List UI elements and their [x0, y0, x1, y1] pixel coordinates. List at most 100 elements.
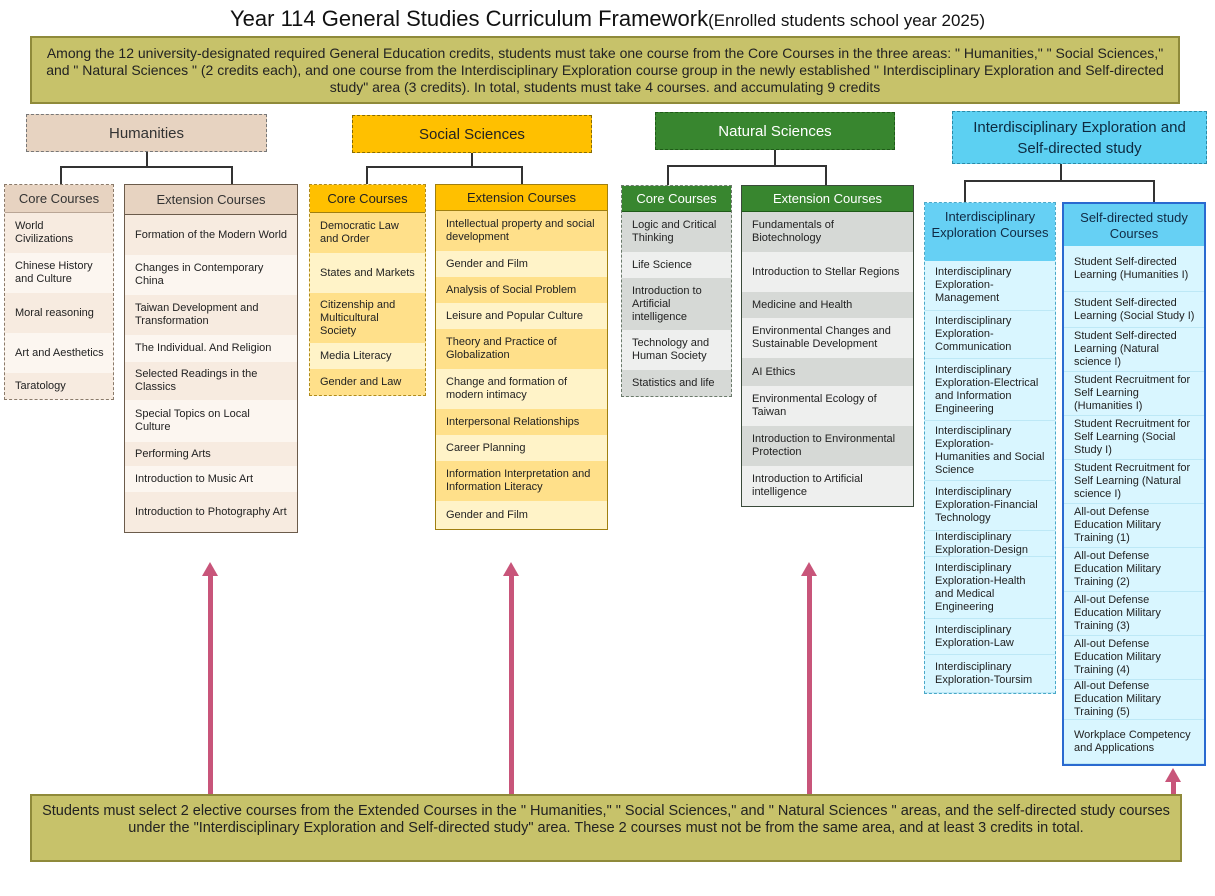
self-directed-column: Self-directed study Courses Student Self…	[1062, 202, 1206, 766]
humanities-ext-header: Extension Courses	[125, 185, 297, 215]
course-item: All-out Defense Education Military Train…	[1064, 680, 1204, 720]
course-item: All-out Defense Education Military Train…	[1064, 636, 1204, 680]
course-item: Special Topics on Local Culture	[125, 400, 297, 442]
natural-ext-column: Extension Courses Fundamentals of Biotec…	[741, 185, 914, 507]
area-head-social: Social Sciences	[352, 115, 592, 153]
course-item: Chinese History and Culture	[5, 253, 113, 293]
course-item: Career Planning	[436, 435, 607, 461]
connector	[366, 166, 368, 184]
social-core-header: Core Courses	[310, 185, 425, 213]
course-item: Gender and Film	[436, 251, 607, 277]
course-item: Introduction to Stellar Regions	[742, 252, 913, 292]
arrow-shaft	[208, 575, 213, 794]
area-head-humanities: Humanities	[26, 114, 267, 152]
course-item: Introduction to Artificial intelligence	[622, 278, 731, 330]
course-item: Introduction to Environmental Protection	[742, 426, 913, 466]
course-item: Interdisciplinary Exploration-Toursim	[925, 655, 1055, 693]
interdisciplinary-list: Interdisciplinary Exploration-Management…	[925, 261, 1055, 693]
area-head-natural: Natural Sciences	[655, 112, 895, 150]
course-item: Student Recruitment for Self Learning (H…	[1064, 372, 1204, 416]
course-item: Student Recruitment for Self Learning (S…	[1064, 416, 1204, 460]
course-item: Introduction to Photography Art	[125, 492, 297, 532]
page-title: Year 114 General Studies Curriculum Fram…	[0, 6, 1215, 32]
course-item: Student Self-directed Learning (Natural …	[1064, 328, 1204, 372]
social-ext-column: Extension Courses Intellectual property …	[435, 184, 608, 530]
natural-ext-header: Extension Courses	[742, 186, 913, 212]
course-item: Environmental Ecology of Taiwan	[742, 386, 913, 426]
connector	[60, 166, 62, 184]
course-item: Workplace Competency and Applications	[1064, 720, 1204, 764]
course-item: Democratic Law and Order	[310, 213, 425, 253]
connector	[60, 166, 233, 168]
connector	[521, 166, 523, 184]
connector	[1153, 180, 1155, 202]
course-item: Technology and Human Society	[622, 330, 731, 370]
social-ext-header: Extension Courses	[436, 185, 607, 211]
course-item: Interdisciplinary Exploration-Design	[925, 531, 1055, 557]
arrow-up-icon	[202, 562, 218, 576]
intro-box: Among the 12 university-designated requi…	[30, 36, 1180, 104]
course-item: Performing Arts	[125, 442, 297, 466]
course-item: Change and formation of modern intimacy	[436, 369, 607, 409]
arrow-up-icon	[801, 562, 817, 576]
course-item: Medicine and Health	[742, 292, 913, 318]
course-item: Changes in Contemporary China	[125, 255, 297, 295]
course-item: Interdisciplinary Exploration-Management	[925, 261, 1055, 311]
course-item: Gender and Law	[310, 369, 425, 395]
course-item: All-out Defense Education Military Train…	[1064, 548, 1204, 592]
course-item: All-out Defense Education Military Train…	[1064, 504, 1204, 548]
interdisciplinary-column: Interdisciplinary Exploration Courses In…	[924, 202, 1056, 694]
course-item: Logic and Critical Thinking	[622, 212, 731, 252]
self-directed-list: Student Self-directed Learning (Humaniti…	[1064, 246, 1204, 764]
course-item: Leisure and Popular Culture	[436, 303, 607, 329]
course-item: The Individual. And Religion	[125, 335, 297, 362]
title-main: Year 114 General Studies Curriculum Fram…	[230, 6, 709, 31]
humanities-core-header: Core Courses	[5, 185, 113, 213]
connector	[366, 166, 523, 168]
course-item: AI Ethics	[742, 358, 913, 386]
course-item: Interdisciplinary Exploration-Electrical…	[925, 359, 1055, 421]
course-item: Gender and Film	[436, 501, 607, 529]
course-item: Environmental Changes and Sustainable De…	[742, 318, 913, 358]
course-item: Interdisciplinary Exploration-Health and…	[925, 557, 1055, 619]
course-item: Analysis of Social Problem	[436, 277, 607, 303]
interdisciplinary-header: Interdisciplinary Exploration Courses	[925, 203, 1055, 261]
natural-core-header: Core Courses	[622, 186, 731, 212]
course-item: Information Interpretation and Informati…	[436, 461, 607, 501]
footer-box: Students must select 2 elective courses …	[30, 794, 1182, 862]
course-item: Student Self-directed Learning (Social S…	[1064, 292, 1204, 328]
area-head-interdisciplinary: Interdisciplinary Exploration and Self-d…	[952, 111, 1207, 164]
natural-core-column: Core Courses Logic and Critical Thinking…	[621, 185, 732, 397]
course-item: Introduction to Music Art	[125, 466, 297, 492]
connector	[146, 152, 148, 167]
course-item: Moral reasoning	[5, 293, 113, 333]
connector	[1060, 164, 1062, 181]
arrow-shaft	[509, 575, 514, 794]
connector	[964, 180, 966, 202]
course-item: Taiwan Development and Transformation	[125, 295, 297, 335]
connector	[667, 165, 827, 167]
course-item: Life Science	[622, 252, 731, 278]
arrow-shaft	[1171, 781, 1176, 794]
connector	[471, 153, 473, 167]
course-item: Interpersonal Relationships	[436, 409, 607, 435]
arrow-up-icon	[1165, 768, 1181, 782]
course-item: States and Markets	[310, 253, 425, 293]
course-item: Interdisciplinary Exploration-Communicat…	[925, 311, 1055, 359]
connector	[667, 165, 669, 185]
course-item: Formation of the Modern World	[125, 215, 297, 255]
connector	[964, 180, 1155, 182]
arrow-shaft	[807, 575, 812, 794]
course-item: Interdisciplinary Exploration-Humanities…	[925, 421, 1055, 481]
course-item: Interdisciplinary Exploration-Financial …	[925, 481, 1055, 531]
course-item: Statistics and life	[622, 370, 731, 396]
course-item: Introduction to Artificial intelligence	[742, 466, 913, 506]
course-item: Citizenship and Multicultural Society	[310, 293, 425, 343]
course-item: Theory and Practice of Globalization	[436, 329, 607, 369]
course-item: Media Literacy	[310, 343, 425, 369]
